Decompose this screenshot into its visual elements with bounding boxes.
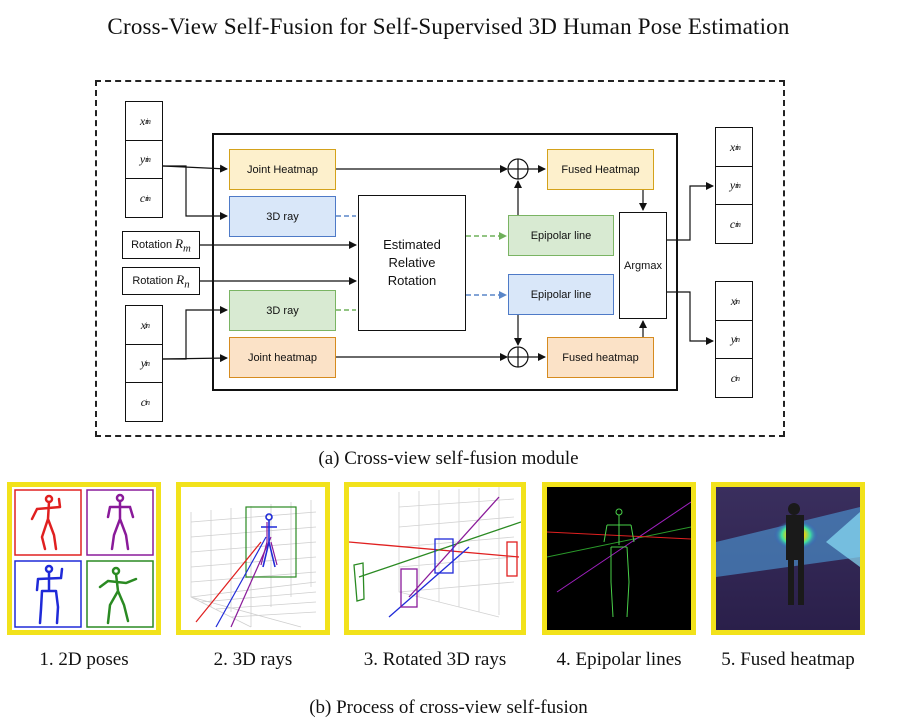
step-2-label: 2. 3D rays	[213, 649, 293, 670]
relative-label: Relative	[388, 255, 436, 270]
process-caption: (b) Process of cross-view self-fusion	[309, 697, 588, 718]
rotation-label: Rotation	[387, 273, 437, 288]
joint-heatmap-view-n: Joint heatmap	[229, 337, 336, 378]
rotation-n-label: Rotation	[132, 275, 174, 287]
panel-fused-heatmap	[711, 482, 865, 635]
fused-heatmap-view-n: Fused heatmap	[547, 337, 654, 378]
network-frame	[212, 133, 678, 391]
ray-view-n: 3D ray	[229, 290, 336, 331]
rotation-m-symbol: Rm	[175, 235, 191, 255]
argmax-box: Argmax	[619, 212, 667, 319]
step-3-label: 3. Rotated 3D rays	[363, 649, 507, 670]
estimated-label: Estimated	[383, 237, 441, 252]
joint-heatmap-view-m: Joint Heatmap	[229, 149, 336, 190]
epipolar-line-view-m: Epipolar line	[508, 215, 614, 256]
3d-rays-illustration	[190, 500, 317, 628]
figure-title: Cross-View Self-Fusion for Self-Supervis…	[107, 14, 790, 39]
fused-heatmap-view-m: Fused Heatmap	[547, 149, 654, 190]
poses-grid-illustration	[14, 489, 154, 628]
epipolar-lines-illustration	[547, 501, 691, 618]
rotation-m-label: Rotation	[131, 239, 173, 251]
step-5-label: 5. Fused heatmap	[721, 649, 855, 670]
rotation-m-box: Rotation Rm	[122, 231, 200, 259]
rotated-rays-illustration	[349, 487, 521, 618]
estimated-relative-rotation: Estimated Relative Rotation	[358, 195, 466, 331]
epipolar-line-view-n: Epipolar line	[508, 274, 614, 315]
module-frame	[95, 80, 785, 437]
module-caption: (a) Cross-view self-fusion module	[318, 448, 579, 469]
panel-epipolar-lines	[542, 482, 696, 635]
rotation-n-box: Rotation Rn	[122, 267, 200, 295]
fused-heatmap-illustration	[716, 487, 860, 630]
rotation-n-symbol: Rn	[176, 271, 190, 291]
ray-view-m: 3D ray	[229, 196, 336, 237]
panel-rotated-rays	[344, 482, 526, 635]
step-1-label: 1. 2D poses	[39, 649, 129, 670]
step-4-label: 4. Epipolar lines	[556, 649, 682, 670]
panel-2d-poses	[7, 482, 161, 635]
panel-3d-rays	[176, 482, 330, 635]
